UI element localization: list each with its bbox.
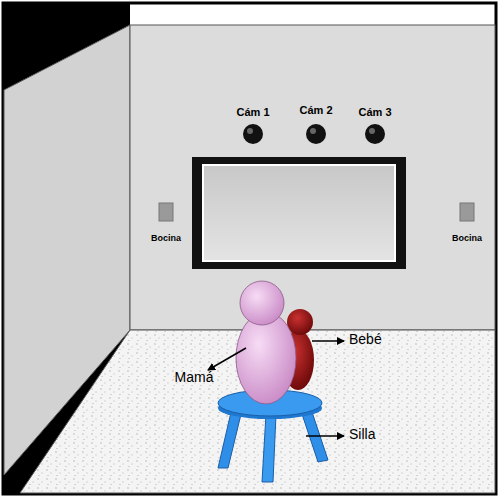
leader-arrow (208, 348, 246, 370)
speaker-label: Bocina (151, 234, 181, 244)
back-wall (130, 25, 495, 330)
part-label: Silla (349, 427, 375, 442)
camera-lens (247, 128, 253, 134)
leader-arrow (312, 340, 344, 342)
part-label: Bebé (349, 332, 382, 347)
stool-leg (262, 414, 276, 482)
speaker-label: Bocina (452, 234, 482, 244)
baby-head (287, 309, 313, 335)
camera-label: Cám 1 (236, 106, 269, 118)
camera (243, 124, 263, 144)
frame (3, 3, 496, 494)
leader-arrow (306, 435, 344, 437)
stool-leg (218, 408, 242, 468)
camera-label: Cám 2 (299, 104, 332, 116)
screen (203, 165, 395, 261)
screen-frame (192, 157, 406, 269)
part-label: Mamá (175, 370, 214, 385)
camera-lens (310, 128, 316, 134)
speaker (159, 203, 173, 221)
camera-label: Cám 3 (358, 106, 391, 118)
camera (306, 124, 326, 144)
mother-head (240, 281, 284, 325)
speaker (460, 203, 474, 221)
camera (365, 124, 385, 144)
camera-lens (369, 128, 375, 134)
mother-body (236, 312, 296, 404)
